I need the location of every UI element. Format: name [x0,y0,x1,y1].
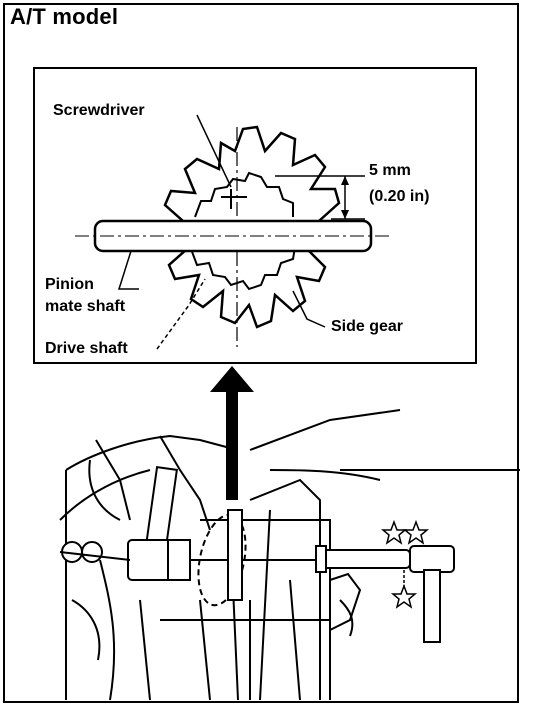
pinion-label-line1: Pinion [45,276,94,293]
side-gear-outline [159,125,341,329]
pinion-leader [117,250,139,290]
dim-arrow-top [341,176,349,185]
figure-title: A/T model [10,4,119,29]
drive-shaft-label: Drive shaft [45,340,128,357]
pinion-label-line2: mate shaft [45,298,126,315]
screwdriver-label: Screwdriver [53,102,145,119]
screwdriver-leader [196,114,232,188]
lower-pinion-teeth [190,246,296,291]
inset-detail: Screwdriver 5 mm (0.20 in) Pinion mate s… [33,67,477,364]
dimension-in-label: (0.20 in) [369,188,430,205]
figure-frame [3,3,519,703]
gear-detail-drawing [75,114,391,350]
dimension-mm-label: 5 mm [369,162,411,179]
side-gear-label: Side gear [331,318,404,335]
upper-pinion-teeth [194,171,294,218]
side-gear-leader [292,290,326,328]
dim-arrow-bottom [341,210,349,219]
drive-shaft-leader [156,278,206,350]
